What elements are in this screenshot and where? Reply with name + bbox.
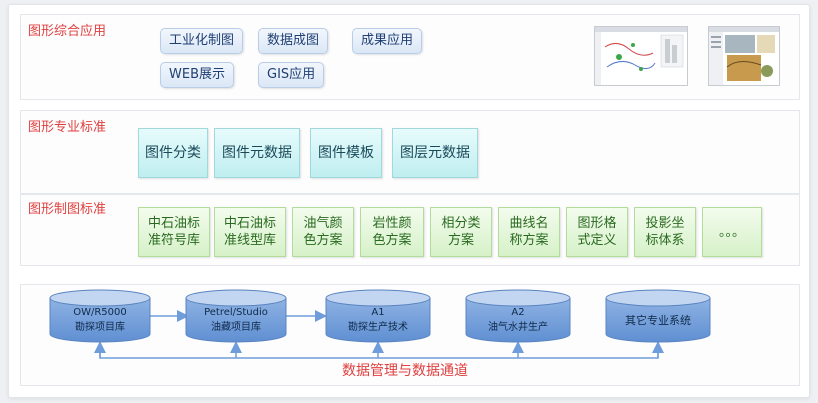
panel-application-title: 图形综合应用 <box>28 24 107 39</box>
app-item-web-display: WEB展示 <box>160 62 234 88</box>
database-label-a1: A1 勘探生产技术 <box>348 307 408 333</box>
app-item-gis-application: GIS应用 <box>258 62 325 88</box>
database-label-a2: A2 油气水井生产 <box>488 307 548 333</box>
standard-item-layer-metadata: 图层元数据 <box>392 128 478 178</box>
drawing-item-oil-gas-color: 油气颜 色方案 <box>292 207 354 257</box>
drawing-item-curve-naming: 曲线名 称方案 <box>498 207 560 257</box>
app-item-industrial-mapping: 工业化制图 <box>160 28 244 54</box>
panel-drawing-standard-title: 图形制图标准 <box>28 202 107 217</box>
drawing-item-lithology-color: 岩性颜 色方案 <box>360 207 424 257</box>
drawing-item-linetype-library: 中石油标 准线型库 <box>214 207 286 257</box>
database-cylinder-a2 <box>465 289 571 343</box>
app-item-results-application: 成果应用 <box>352 28 423 54</box>
database-label-other: 其它专业系统 <box>625 314 691 327</box>
database-label-ow: OW/R5000 勘探项目库 <box>73 307 127 333</box>
database-cylinder-ow <box>49 289 151 343</box>
database-cylinder-other <box>605 289 711 343</box>
drawing-item-symbol-library: 中石油标 准符号库 <box>138 207 210 257</box>
map-screenshot-thumbnail-1 <box>594 26 688 86</box>
database-label-petrel: Petrel/Studio 油藏项目库 <box>204 307 268 333</box>
database-cylinder-a1 <box>325 289 431 343</box>
database-cylinder-petrel <box>185 289 287 343</box>
standard-item-map-template: 图件模板 <box>310 128 382 178</box>
map-screenshot-thumbnail-2 <box>708 26 780 86</box>
panel-standard-title: 图形专业标准 <box>28 120 107 135</box>
standard-item-map-classification: 图件分类 <box>138 128 208 178</box>
drawing-item-graphic-format: 图形格 式定义 <box>566 207 628 257</box>
app-item-data-mapping: 数据成图 <box>258 28 329 54</box>
drawing-item-facies-scheme: 相分类 方案 <box>430 207 492 257</box>
drawing-item-more: 。。。 <box>702 207 762 257</box>
drawing-item-projection: 投影坐 标体系 <box>634 207 696 257</box>
data-channel-line <box>99 342 659 359</box>
data-management-caption: 数据管理与数据通道 <box>342 363 468 379</box>
standard-item-map-metadata: 图件元数据 <box>214 128 300 178</box>
